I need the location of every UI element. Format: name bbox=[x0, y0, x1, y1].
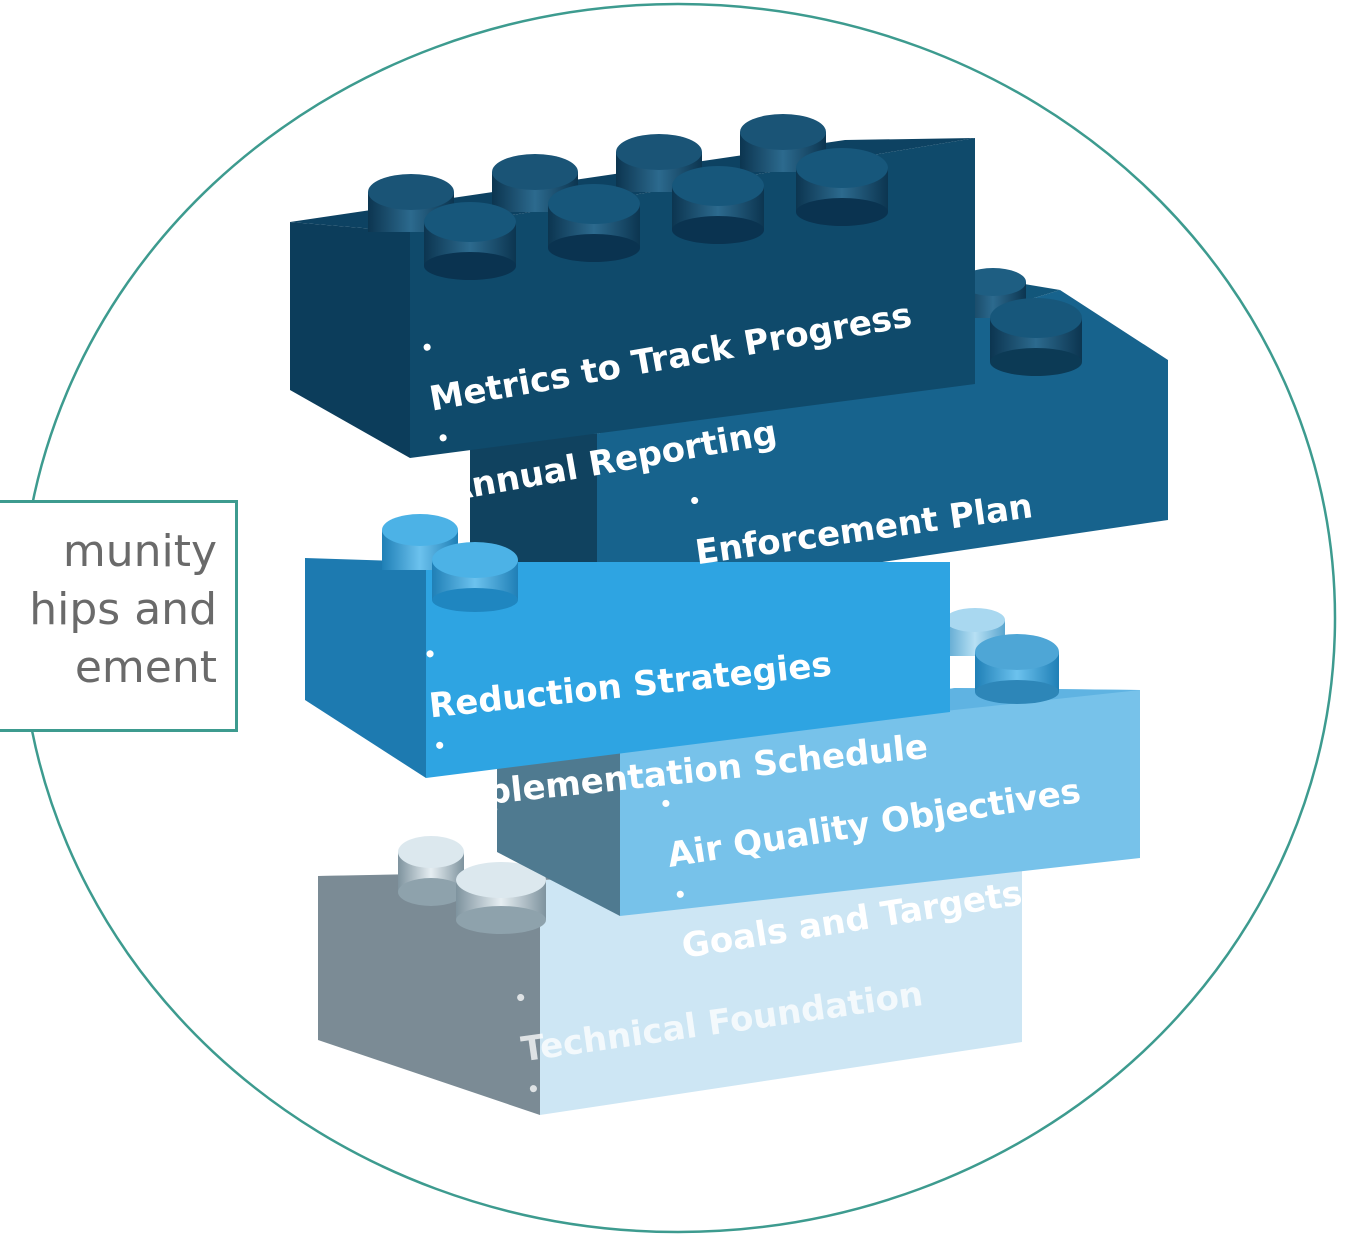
brick-top bbox=[290, 114, 975, 458]
partnerships-box: munity hips and ement bbox=[0, 500, 238, 732]
brick-middle bbox=[305, 514, 950, 778]
stud-bottom-1 bbox=[398, 836, 464, 906]
partnerships-line-3: ement bbox=[74, 642, 217, 693]
brick-bottom bbox=[318, 836, 1022, 1115]
studs-top bbox=[368, 114, 888, 280]
partnerships-line-2: hips and bbox=[29, 584, 217, 635]
stud-middle-2 bbox=[432, 542, 518, 612]
stud-fourth-1 bbox=[945, 608, 1005, 656]
stud-bottom-2 bbox=[456, 862, 546, 934]
partnerships-line-1: munity bbox=[62, 526, 217, 577]
partnerships-text: munity hips and ement bbox=[0, 523, 217, 697]
stud-second-2 bbox=[990, 298, 1082, 376]
stud-fourth-2 bbox=[975, 634, 1059, 704]
